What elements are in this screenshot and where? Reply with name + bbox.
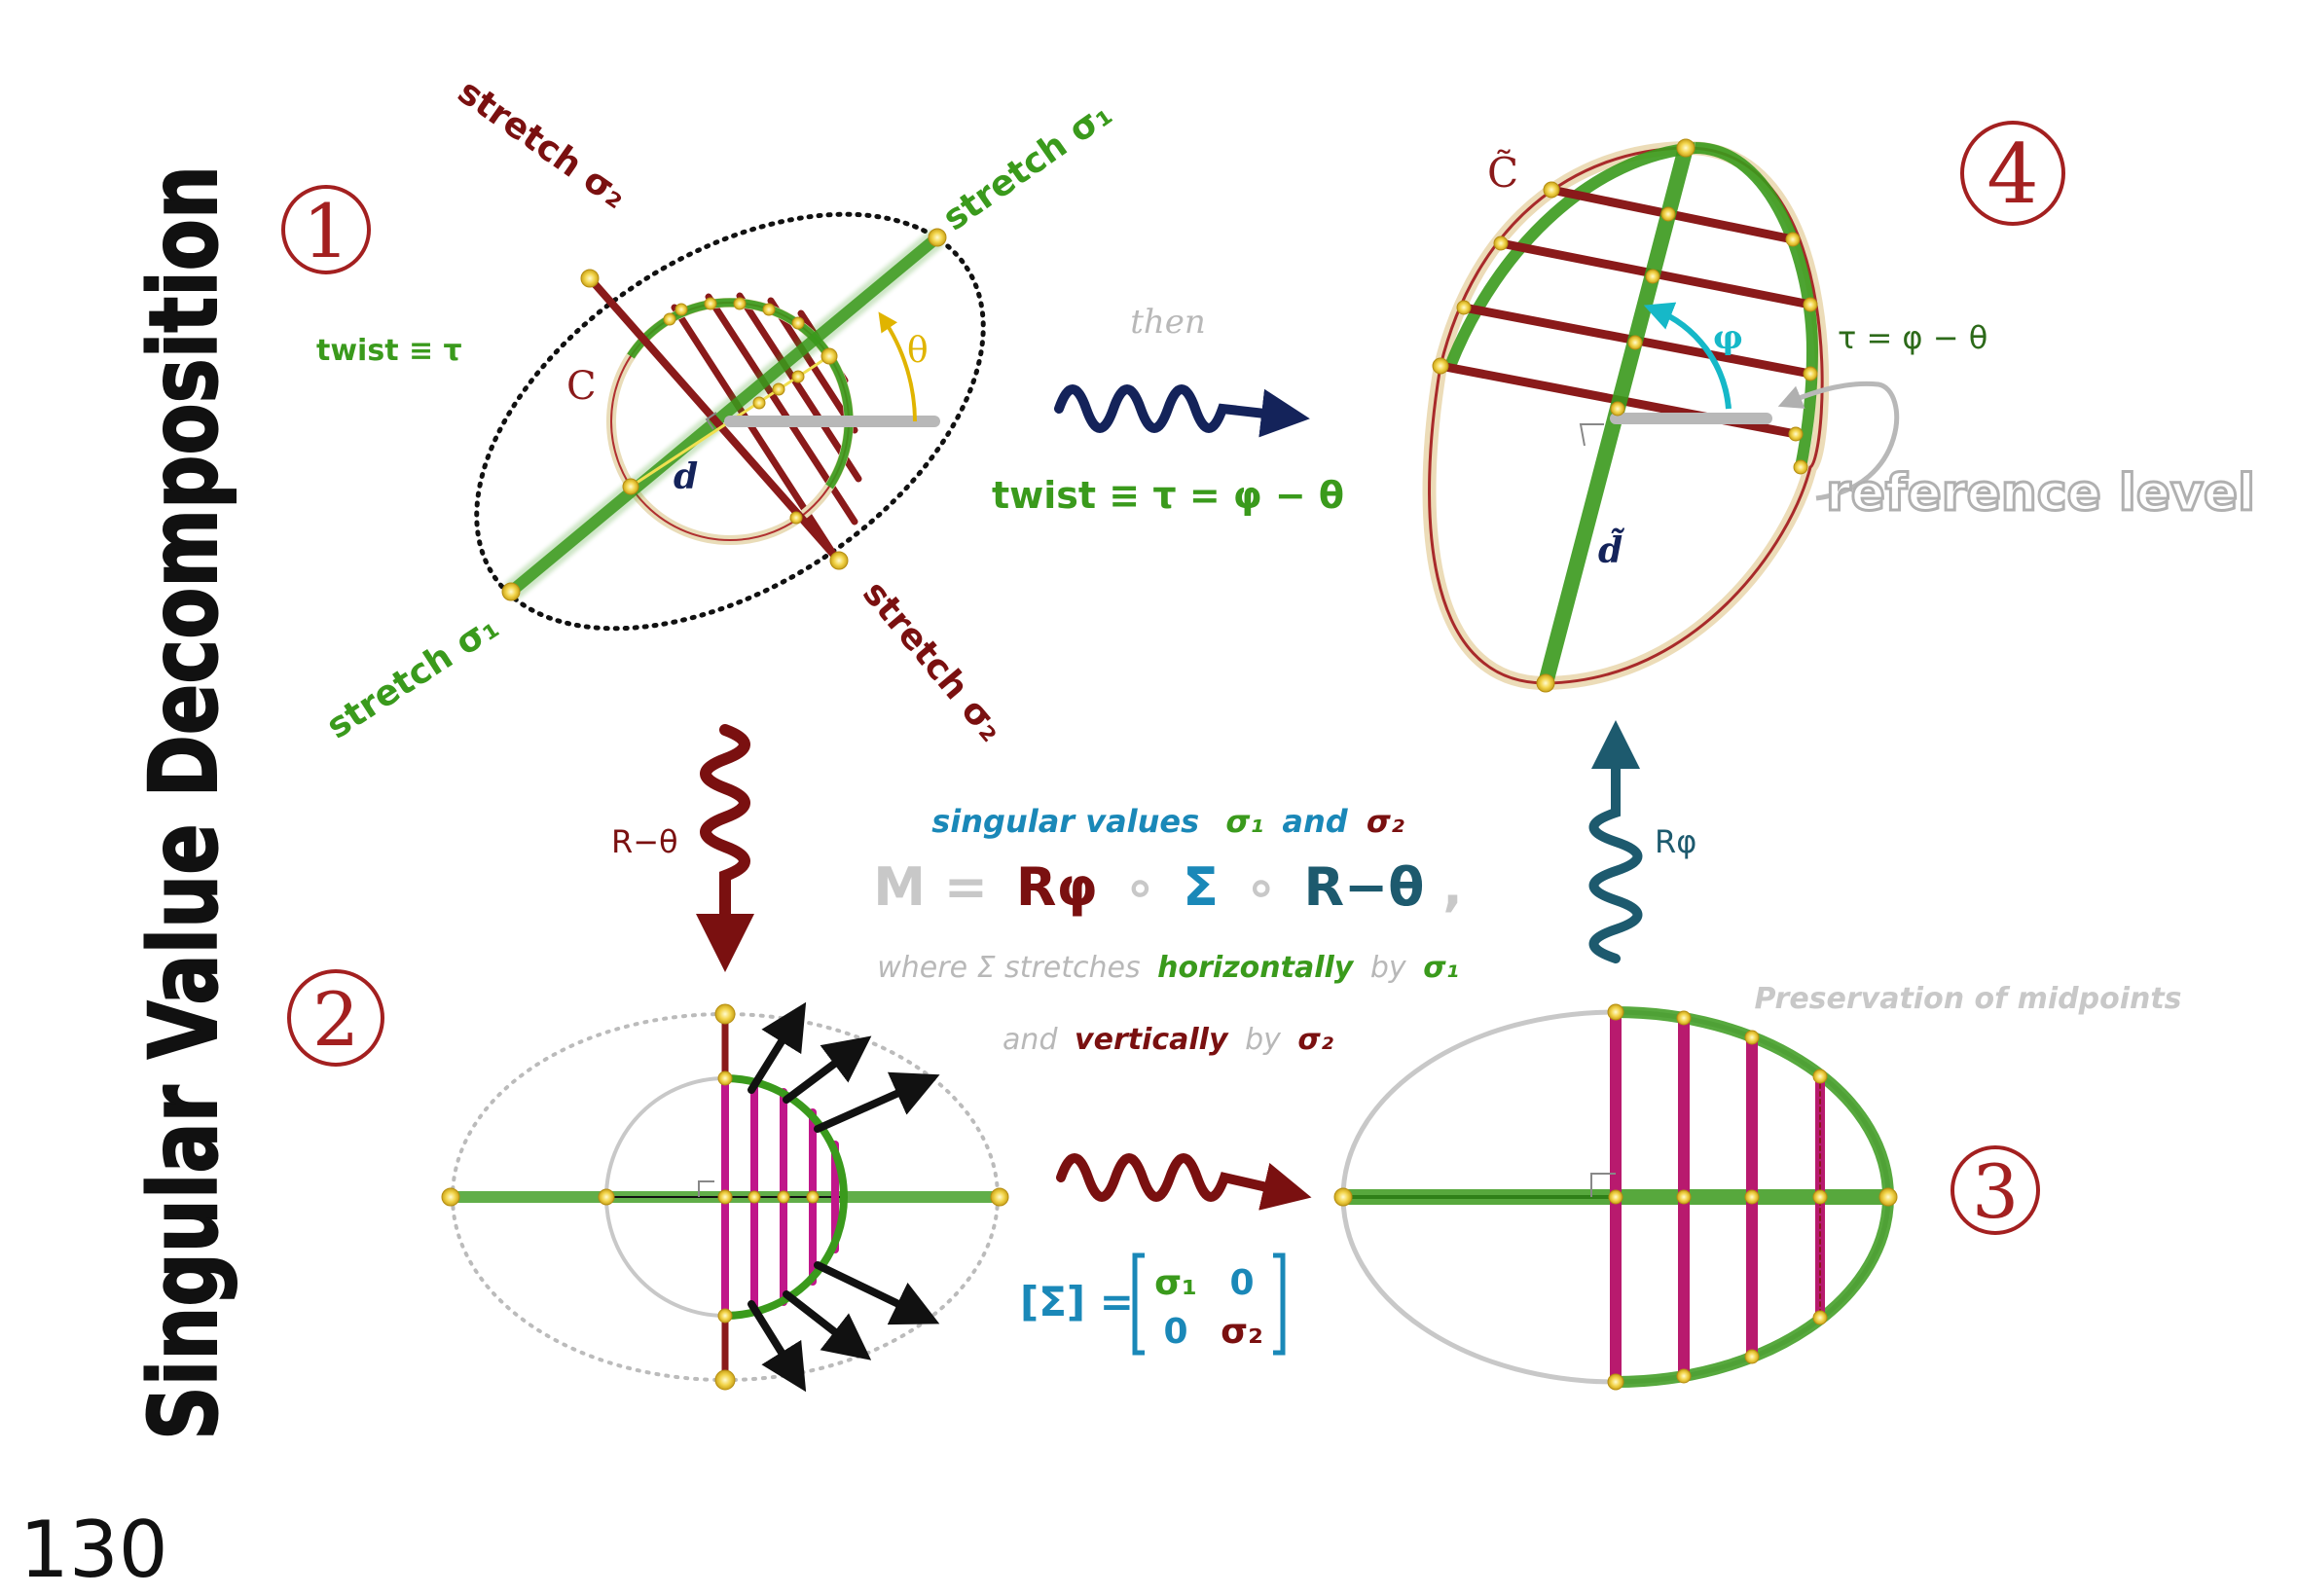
wavy-arrow-up xyxy=(1588,720,1643,963)
preservation-label: Preservation of midpoints xyxy=(1754,982,2181,1016)
step-number-4: 4 xyxy=(1987,127,2038,222)
step-marker-3: 3 xyxy=(1951,1145,2040,1235)
dots-panel-4 xyxy=(1432,138,1818,693)
theta-arc xyxy=(878,311,917,422)
phi-label: φ xyxy=(1713,318,1743,357)
stretch-sigma1-top-label: stretch σ₁ xyxy=(936,93,1119,238)
stretch-arrows-2 xyxy=(747,1001,940,1393)
circle-c-label: C xyxy=(566,364,597,409)
transition-1-to-4: then twist ≡ τ = φ − θ xyxy=(992,303,1344,517)
m-eq-rtheta: R−θ xyxy=(1303,856,1424,918)
r-minus-theta-label: R−θ xyxy=(611,823,678,860)
wavy-arrow-down xyxy=(696,724,754,972)
and-sigma2: σ₂ xyxy=(1297,1023,1333,1057)
sv-and: and xyxy=(1282,803,1348,840)
m-eq-rphi: Rφ xyxy=(1016,856,1098,918)
step-number-2: 2 xyxy=(312,976,359,1063)
panel-2 xyxy=(441,1001,1009,1393)
matrix-label: [Σ] = xyxy=(1020,1278,1134,1325)
transition-1-to-2: R−θ xyxy=(611,724,754,972)
and-by: by xyxy=(1245,1023,1282,1057)
reference-pointer xyxy=(1777,381,1900,501)
transition-2-to-3 xyxy=(1056,1153,1312,1211)
then-label: then xyxy=(1130,303,1206,342)
step-number-1: 1 xyxy=(303,188,349,274)
step-marker-2: 2 xyxy=(287,969,384,1067)
stretch-sigma2-bottom-label: stretch σ₂ xyxy=(855,573,1011,749)
step-marker-4: 4 xyxy=(1960,121,2065,226)
tau-equation: τ = φ − θ xyxy=(1838,319,1987,356)
sigma-matrix: [Σ] = σ₁ 0 0 σ₂ xyxy=(1020,1252,1286,1356)
sv-sigma2: σ₂ xyxy=(1367,803,1404,840)
title-group: Singular Value Decomposition xyxy=(128,164,239,1441)
stretch-sigma1-bottom-label: stretch σ₁ xyxy=(320,607,506,747)
panel-3: Preservation of midpoints xyxy=(1333,982,2182,1391)
wavy-arrow-bottom xyxy=(1056,1153,1312,1211)
center-text: singular values σ₁ and σ₂ M = Rφ ∘ Σ ∘ R… xyxy=(873,803,1462,1057)
and-vertically: vertically xyxy=(1075,1023,1229,1057)
matrix-c: 0 xyxy=(1163,1312,1187,1352)
m-eq-o1: ∘ xyxy=(1124,856,1157,918)
step-marker-1: 1 xyxy=(281,185,371,274)
matrix-d: σ₂ xyxy=(1221,1312,1263,1352)
twist-label: twist ≡ τ xyxy=(316,334,462,368)
m-eq-sigma: Σ xyxy=(1183,856,1219,918)
m-eq-comma: , xyxy=(1442,856,1463,918)
sv-sigma1: σ₁ xyxy=(1225,803,1263,840)
dots-panel-3 xyxy=(1333,1003,1898,1391)
theta-label: θ xyxy=(907,331,929,371)
step-number-3: 3 xyxy=(1972,1148,2019,1235)
twist-equation: twist ≡ τ = φ − θ xyxy=(992,474,1344,517)
stretch-sigma2-top-label: stretch σ₂ xyxy=(451,72,634,217)
matrix-b: 0 xyxy=(1229,1263,1254,1303)
where-horizontally: horizontally xyxy=(1157,951,1355,985)
m-eq-o2: ∘ xyxy=(1245,856,1278,918)
panel-4: C̃ d̃ φ τ = φ − θ reference level xyxy=(1422,138,2257,693)
singular-values-text: singular values xyxy=(931,803,1199,840)
page-title: Singular Value Decomposition xyxy=(129,165,238,1440)
svg-text:where Σ stretches horizo: where Σ stretches horizontally by σ₁ xyxy=(877,951,1459,985)
and-text: and xyxy=(1003,1023,1058,1057)
page-number: 130 xyxy=(19,1505,168,1595)
svg-text:M = Rφ ∘ Σ: M = Rφ ∘ Σ ∘ R−θ , xyxy=(873,856,1462,918)
where-text: where Σ stretches xyxy=(877,951,1140,985)
matrix-a: σ₁ xyxy=(1154,1263,1197,1303)
svg-text:and vertically by: and vertically by σ₂ xyxy=(1003,1023,1333,1057)
r-phi-label: Rφ xyxy=(1655,823,1696,860)
c-tilde-label: C̃ xyxy=(1487,148,1518,197)
panel-1: twist ≡ τ C d θ stretch σ₂ stretch σ₁ st… xyxy=(316,72,1119,749)
svg-text:singular values σ₁: singular values σ₁ and σ₂ xyxy=(931,803,1404,840)
wavy-arrow-top xyxy=(1054,384,1310,438)
diameter-d-label: d xyxy=(674,456,698,497)
where-by: by xyxy=(1370,951,1407,985)
phi-arc xyxy=(1643,302,1732,410)
m-eq-m: M = xyxy=(873,856,988,918)
dots-panel-1 xyxy=(501,228,947,601)
reference-level-label: reference level xyxy=(1826,464,2255,523)
transition-3-to-4: Rφ xyxy=(1588,720,1696,963)
dots-panel-2 xyxy=(441,1003,1009,1391)
outer-dotted-ellipse xyxy=(474,211,986,632)
d-tilde-label: d̃ xyxy=(1598,527,1625,571)
where-sigma1: σ₁ xyxy=(1423,951,1459,985)
